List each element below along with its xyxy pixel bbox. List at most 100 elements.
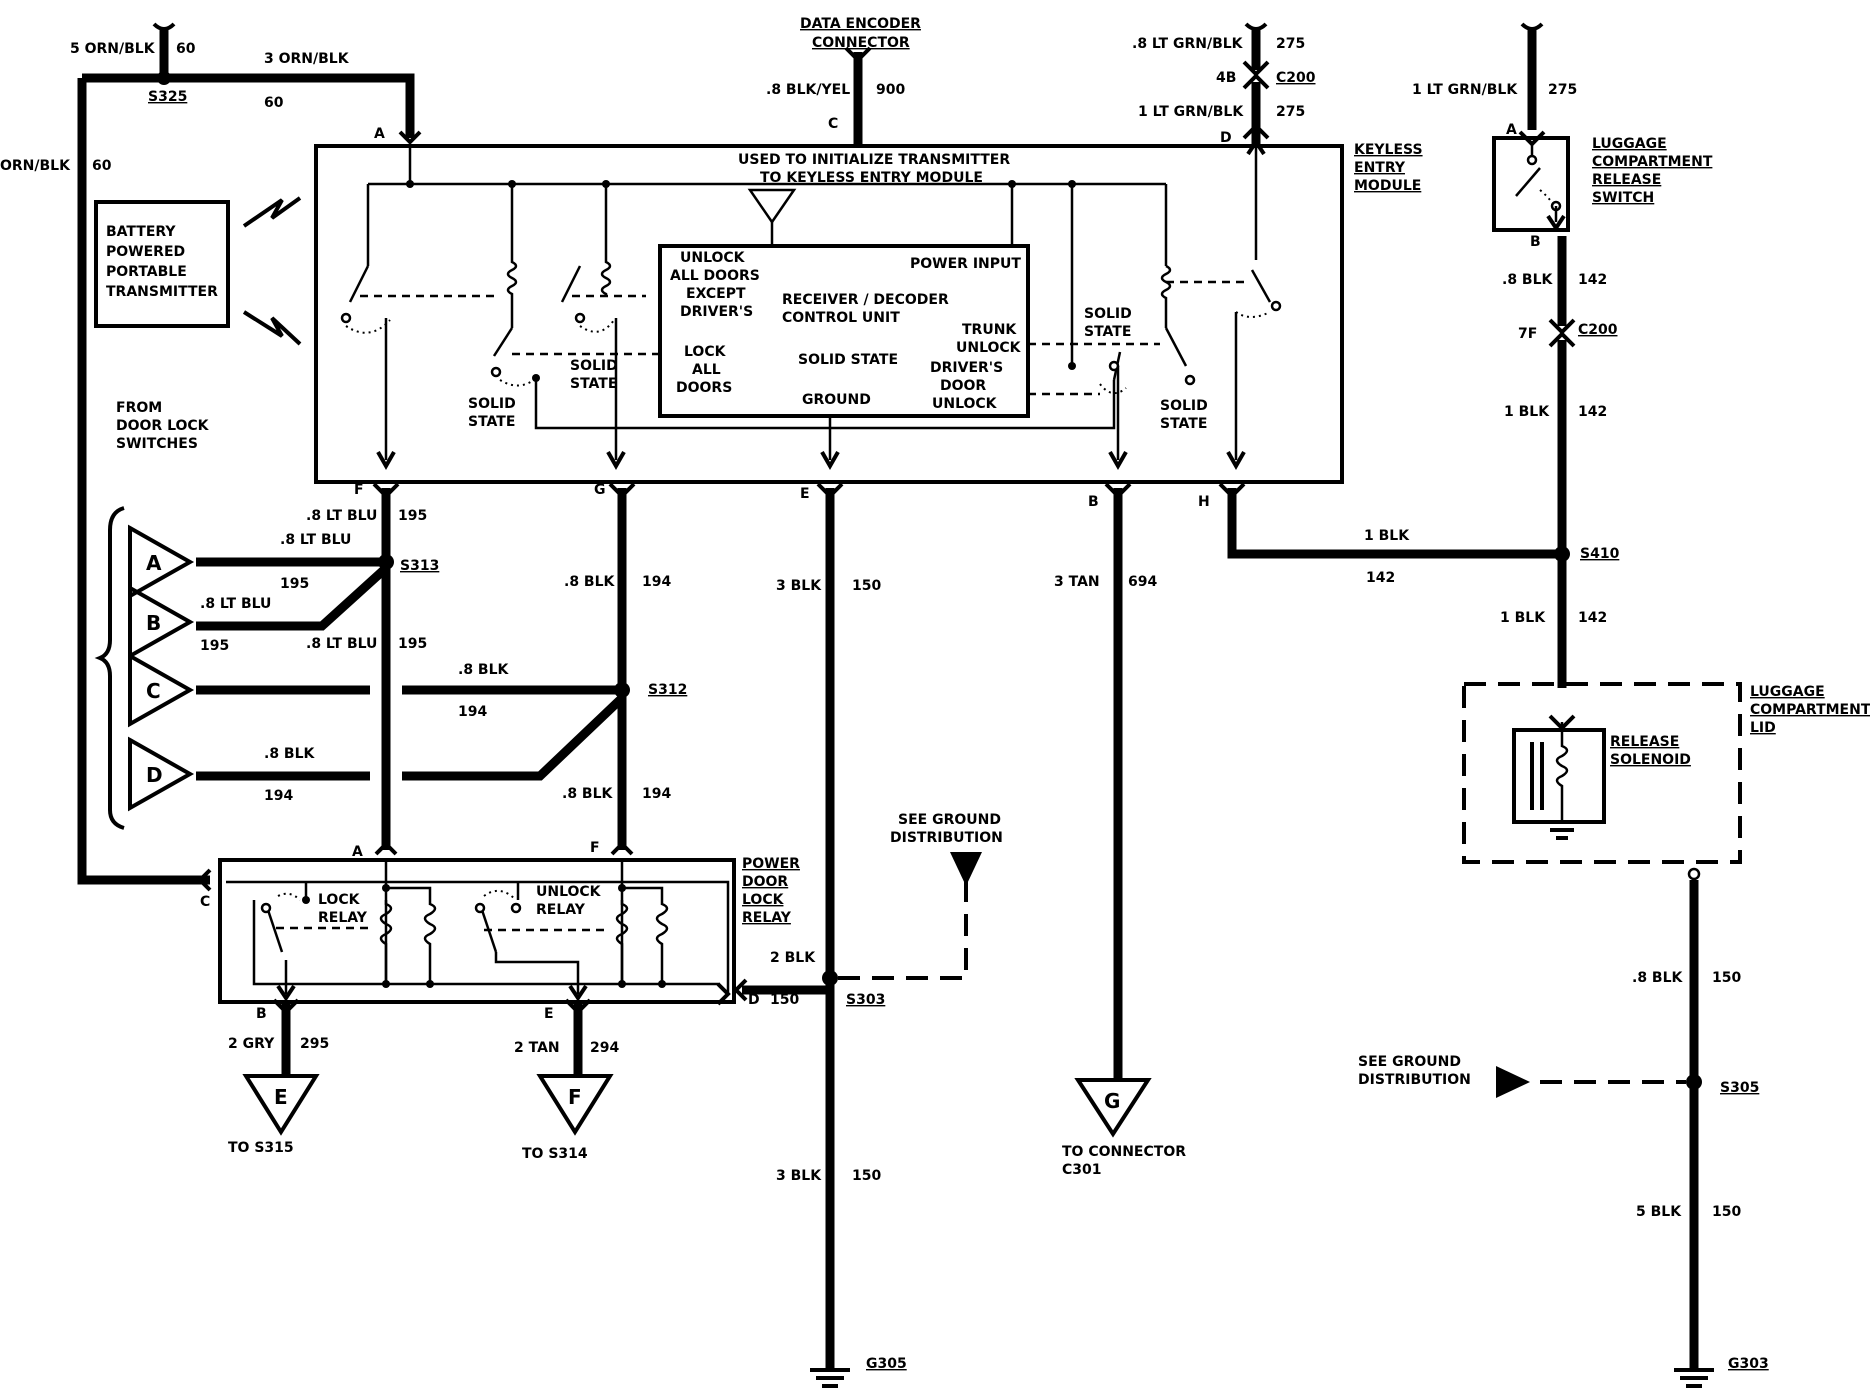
pin-g-module: G [594,482,606,498]
rx-lock-all-1: LOCK [684,344,727,360]
luggage-switch-2: COMPARTMENT [1592,154,1713,170]
sw-top-wire-label: 1 LT GRN/BLK [1412,82,1518,98]
b-wire-label: 3 TAN [1054,574,1100,590]
relay-title-4: RELAY [742,910,792,926]
switch-letter-b: B [146,611,161,635]
splice-s325: S325 [148,89,187,105]
relay-e-wire-label: 2 TAN [514,1040,560,1056]
pin-f-module: F [354,482,364,498]
rx-solid-state: SOLID STATE [798,352,898,368]
dest-to-connector-2: C301 [1062,1162,1102,1178]
pin-e-relay: E [544,1006,554,1022]
module-title-3: MODULE [1354,178,1421,194]
ground-g305 [810,1368,850,1388]
relay-b-wire-label: 2 GRY [228,1036,275,1052]
ground-dist-right-1: SEE GROUND [1358,1054,1461,1070]
solid-state-2a: SOLID [570,358,618,374]
release-solenoid-2: SOLENOID [1610,752,1691,768]
ground-g303-label: G303 [1728,1356,1769,1372]
luggage-lid-2: COMPARTMENT [1750,702,1870,718]
rx-control-unit: CONTROL UNIT [782,310,900,326]
b-circuit: 694 [1128,574,1157,590]
module-title-2: ENTRY [1354,160,1406,176]
f-wire-label: .8 LT BLU [306,508,377,524]
init-note-2: TO KEYLESS ENTRY MODULE [760,170,983,186]
pin-c-module: C [828,116,838,132]
g-circuit: 194 [642,574,671,590]
luggage-switch-3: RELEASE [1592,172,1661,188]
ground-dist-2: DISTRIBUTION [890,830,1003,846]
data-encoder-title-1: DATA ENCODER [800,16,921,32]
switch-letter-d: D [146,763,163,787]
c200-pin-4b: 4B [1216,70,1236,86]
sw-top-circuit: 275 [1548,82,1577,98]
unlock-relay-label-1: UNLOCK [536,884,602,900]
d-upper-circuit: 275 [1276,36,1305,52]
sol-wire-label: .8 BLK [1632,970,1684,986]
connector-c200-right: C200 [1578,322,1618,338]
init-note-1: USED TO INITIALIZE TRANSMITTER [738,152,1010,168]
s325-out-wire-label: 3 ORN/BLK [264,51,350,67]
switch-letter-c: C [146,679,161,703]
d-lower-wire-label: 1 LT GRN/BLK [1138,104,1244,120]
rx-lock-all-2: ALL [692,362,721,378]
data-encoder-title-2: CONNECTOR [812,35,910,51]
pin-a-relay: A [352,844,363,860]
pin-b-module: B [1088,494,1099,510]
encoder-wire-label: .8 BLK/YEL [766,82,850,98]
pin-b-relay: B [256,1006,267,1022]
unlock-relay-label-2: RELAY [536,902,586,918]
luggage-release-switch [1492,22,1576,688]
dest-letter-e: E [274,1085,288,1109]
destination-triangles [242,1074,1152,1138]
lid-circuit: 142 [1578,610,1607,626]
sw-b-wire-label: .8 BLK [1502,272,1554,288]
g-lower-wire-label: .8 BLK [562,786,614,802]
g305-circuit: 150 [852,1168,881,1184]
rx-unlock-all-2: ALL DOORS [670,268,760,284]
rx-unlock-all-1: UNLOCK [680,250,746,266]
c-in-wire-label: .8 BLK [458,662,510,678]
rx-trunk-unlock-1: TRUNK [962,322,1017,338]
dest-letter-f: F [568,1085,582,1109]
solid-state-3b: STATE [1084,324,1131,340]
dest-letter-g: G [1104,1089,1120,1113]
g-lower-circuit: 194 [642,786,671,802]
relay-b-circuit: 295 [300,1036,329,1052]
sw-1blk-circuit: 142 [1578,404,1607,420]
s325-in-wire-label: 5 ORN/BLK [70,41,156,57]
pin-e-module: E [800,486,810,502]
relay-d-circuit: 150 [770,992,799,1008]
ground-dist-1: SEE GROUND [898,812,1001,828]
rx-ground: GROUND [802,392,871,408]
pin-h-module: H [1198,494,1210,510]
splice-s305: S305 [1720,1080,1759,1096]
power-door-lock-relay [218,841,982,1076]
d-in-circuit: 194 [264,788,293,804]
s325-feed [77,22,422,892]
s325-in-circuit: 60 [176,41,196,57]
pin-d-module: D [1220,130,1232,146]
e-wire-label: 3 BLK [776,578,822,594]
module-title-1: KEYLESS [1354,142,1423,158]
lock-relay-label-1: LOCK [318,892,361,908]
luggage-switch-4: SWITCH [1592,190,1654,206]
dest-to-connector-1: TO CONNECTOR [1062,1144,1186,1160]
rx-trunk-unlock-2: UNLOCK [956,340,1022,356]
f-circuit: 195 [398,508,427,524]
transmitter-3: PORTABLE [106,264,187,280]
pin-a-switch: A [1506,122,1517,138]
b-in-circuit: 195 [200,638,229,654]
rx-unlock-all-3: EXCEPT [686,286,746,302]
pin-c-relay: C [200,894,210,910]
sw-b-circuit: 142 [1578,272,1607,288]
door-lock-switches-3: SWITCHES [116,436,198,452]
c-in-circuit: 194 [458,704,487,720]
pin-d-relay: D [748,992,760,1008]
pin-a-module: A [374,126,385,142]
g-wire-label: .8 BLK [564,574,616,590]
b-in-wire-label: .8 LT BLU [200,596,271,612]
splice-s313: S313 [400,558,439,574]
luggage-switch-1: LUGGAGE [1592,136,1667,152]
h-circuit: 142 [1366,570,1395,586]
